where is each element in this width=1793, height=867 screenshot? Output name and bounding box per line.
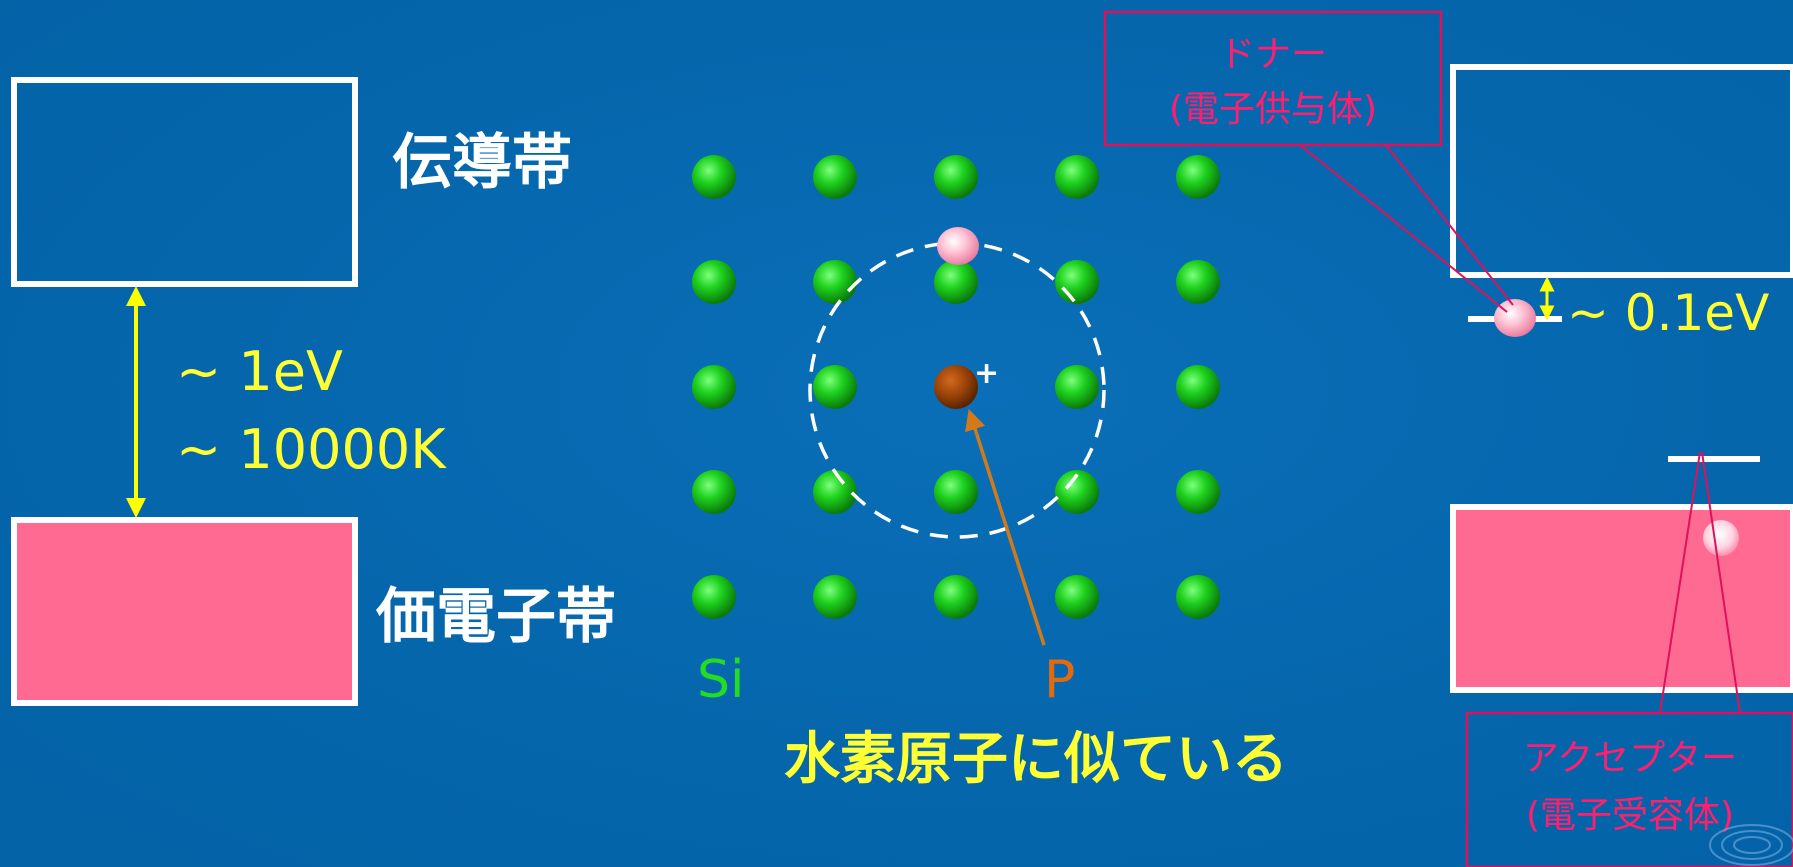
ion-charge-sign: + — [974, 356, 999, 391]
silicon-atom — [813, 470, 857, 514]
silicon-atom — [692, 155, 736, 199]
donor-level-electron — [1494, 299, 1536, 337]
silicon-atom — [692, 365, 736, 409]
silicon-atom — [813, 575, 857, 619]
donor-electron — [937, 227, 979, 265]
silicon-atom — [1176, 365, 1220, 409]
band-gap-temperature: ~ 10000K — [176, 418, 447, 481]
right-band-diagram: ~ 0.1eV ドナー (電子供与体) アクセプター (電子受容体) — [1103, 10, 1793, 867]
silicon-atom — [934, 260, 978, 304]
donor-callout-line-2 — [1385, 144, 1514, 306]
right-conduction-band-box — [1450, 64, 1793, 278]
silicon-atom — [1055, 470, 1099, 514]
right-valence-band-box — [1450, 504, 1793, 693]
silicon-atom — [813, 365, 857, 409]
conduction-band-label: 伝導帯 — [392, 128, 572, 198]
acceptor-title: アクセプター — [1523, 738, 1737, 779]
silicon-atom — [934, 155, 978, 199]
silicon-atom — [1055, 260, 1099, 304]
p-label: P — [1044, 650, 1075, 710]
acceptor-hole — [1703, 520, 1739, 556]
acceptor-subtitle: (電子受容体) — [1526, 795, 1734, 836]
phosphorus-atom — [934, 365, 978, 409]
lattice-overlay: + Si P 水素原子に似ている — [697, 227, 1288, 792]
silicon-atom — [1055, 365, 1099, 409]
left-band-diagram: 伝導帯 価電子帯 ~ 1eV ~ 10000K — [11, 77, 616, 706]
silicon-atom — [1176, 260, 1220, 304]
silicon-atom — [1055, 155, 1099, 199]
acceptor-callout-line-2 — [1701, 451, 1741, 714]
silicon-atom — [934, 470, 978, 514]
silicon-atom — [1176, 575, 1220, 619]
silicon-atom — [692, 470, 736, 514]
silicon-atom — [692, 575, 736, 619]
dopant-pointer-arrow — [965, 408, 1046, 646]
silicon-atom — [813, 260, 857, 304]
valence-band-box — [11, 517, 358, 706]
silicon-lattice — [692, 155, 1220, 619]
hydrogen-like-caption: 水素原子に似ている — [784, 727, 1288, 792]
silicon-atom — [813, 155, 857, 199]
silicon-atom — [1055, 575, 1099, 619]
conduction-band-box — [11, 77, 358, 287]
si-label: Si — [697, 650, 744, 710]
ripple-watermark-icon — [1709, 824, 1793, 866]
band-gap-energy: ~ 1eV — [176, 340, 343, 403]
silicon-atom — [692, 260, 736, 304]
valence-band-label: 価電子帯 — [375, 582, 616, 652]
acceptor-callout-box — [1465, 711, 1793, 867]
donor-energy-label: ~ 0.1eV — [1567, 284, 1769, 342]
donor-callout-line-1 — [1299, 144, 1508, 313]
donor-title: ドナー — [1219, 34, 1327, 75]
donor-callout-box — [1103, 10, 1443, 147]
silicon-atom — [1176, 155, 1220, 199]
silicon-atom — [1176, 470, 1220, 514]
donor-subtitle: (電子供与体) — [1169, 89, 1377, 130]
acceptor-callout-line-1 — [1659, 451, 1701, 714]
silicon-atom — [934, 575, 978, 619]
